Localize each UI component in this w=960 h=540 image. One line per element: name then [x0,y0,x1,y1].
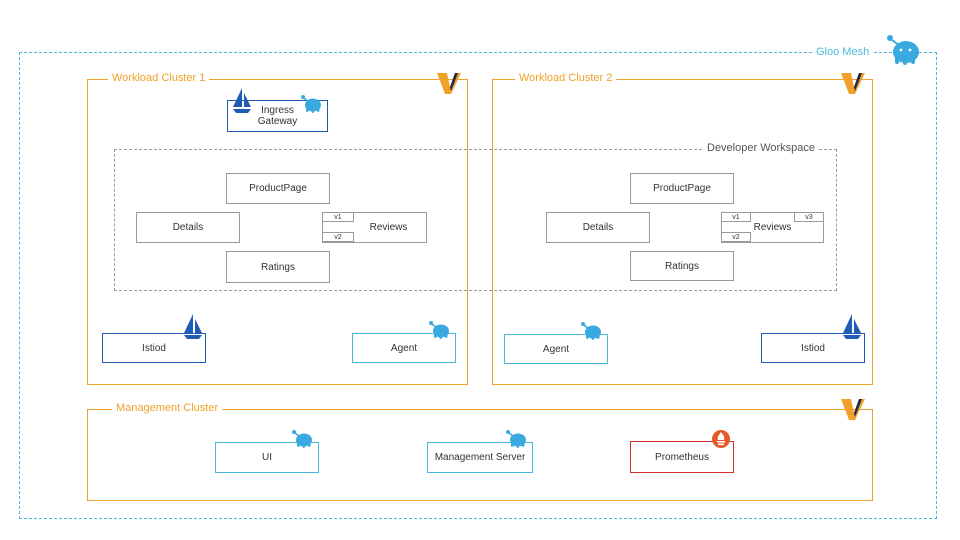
management-cluster [87,409,873,501]
vendor-v-logo-icon [841,399,865,420]
gloo-mascot-icon [429,321,449,339]
istio-sail-icon [843,314,861,339]
gloo-mascot-icon [301,95,321,113]
details-service-1: Details [136,212,240,243]
workload-cluster-1-label: Workload Cluster 1 [108,72,210,84]
gloo-mesh-label: Gloo Mesh [812,46,874,58]
details-service-2: Details [546,212,650,243]
ui-box: UI [215,442,319,473]
prometheus-flame-icon [712,430,730,448]
agent-box-2: Agent [504,334,608,364]
istio-sail-icon [233,88,251,113]
gloo-mascot-icon [581,322,601,340]
ratings-service-2: Ratings [630,251,734,281]
reviews-version-v3: v3 [794,212,824,222]
workload-cluster-2-label: Workload Cluster 2 [515,72,617,84]
workload-cluster-2 [492,79,873,385]
management-cluster-label: Management Cluster [112,402,223,414]
agent-box-1: Agent [352,333,456,363]
gloo-mascot-icon [887,35,919,65]
gloo-mascot-icon [292,430,312,448]
productpage-service-1: ProductPage [226,173,330,204]
reviews-version-v2: v2 [322,232,354,242]
istio-sail-icon [184,314,202,339]
workload-cluster-1 [87,79,468,385]
vendor-v-logo-icon [437,73,461,94]
ratings-service-1: Ratings [226,251,330,283]
productpage-service-2: ProductPage [630,173,734,204]
management-server-box: Management Server [427,442,533,473]
reviews-version-v1: v1 [322,212,354,222]
reviews-version-v2: v2 [721,232,751,242]
gloo-mascot-icon [506,430,526,448]
vendor-v-logo-icon [841,73,865,94]
developer-workspace [114,149,837,291]
developer-workspace-label: Developer Workspace [703,142,820,154]
gloo-mesh-boundary [19,52,937,519]
reviews-version-v1: v1 [721,212,751,222]
